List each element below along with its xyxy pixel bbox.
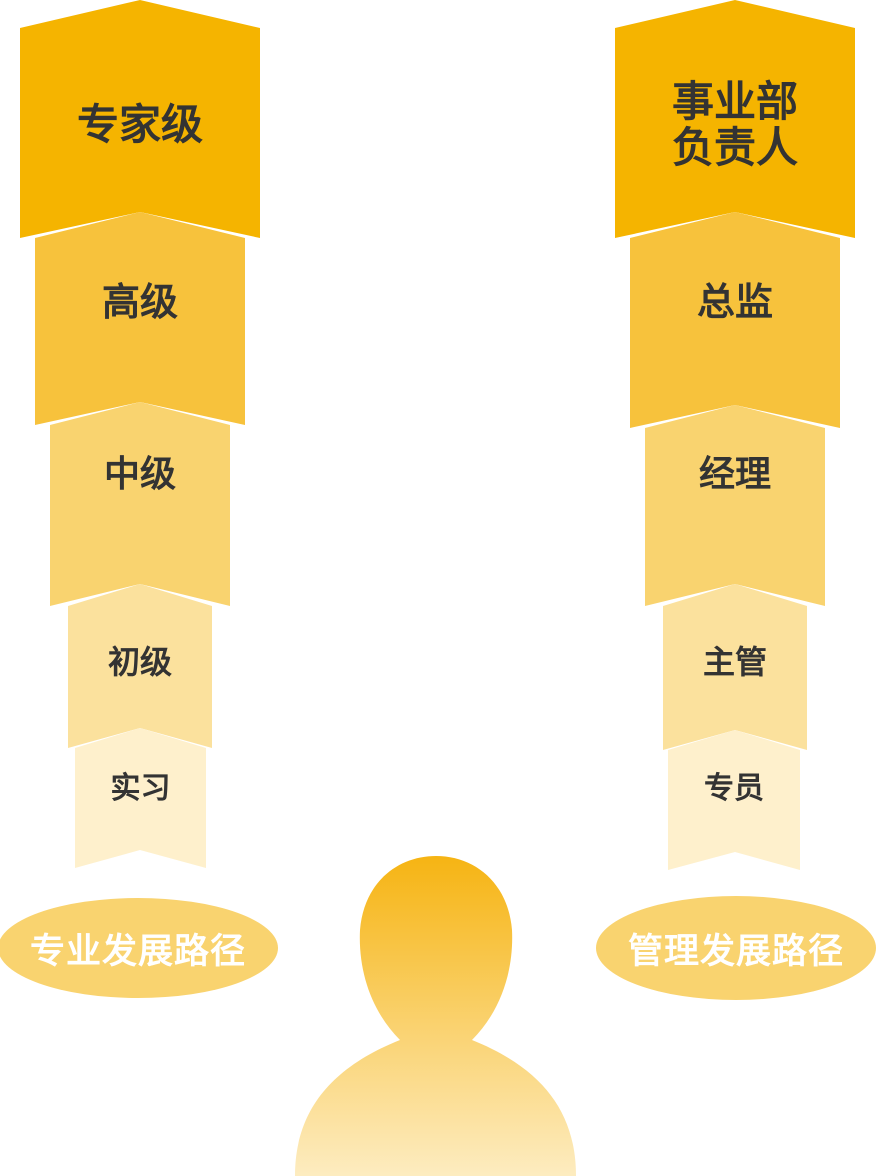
management-level-4-banner — [663, 584, 807, 750]
professional-path-label: 专业发展路径 — [29, 931, 246, 972]
management-level-1-label: 事业部 负责人 — [671, 76, 798, 172]
professional-path-pill — [0, 898, 278, 998]
management-level-3-banner — [645, 405, 825, 606]
professional-level-4-label: 初级 — [107, 643, 172, 682]
management-level-5-banner — [668, 730, 800, 870]
management-level-5-label: 专员 — [704, 770, 764, 806]
professional-level-5-label: 实习 — [110, 770, 171, 806]
professional-level-3-label: 中级 — [103, 453, 176, 495]
person-icon — [295, 856, 576, 1176]
professional-level-1-banner — [20, 0, 260, 238]
management-level-4-label: 主管 — [702, 643, 767, 682]
professional-level-2-label: 高级 — [101, 279, 178, 324]
professional-level-2-banner — [35, 212, 245, 425]
professional-level-1-label: 专家级 — [76, 99, 203, 149]
professional-level-3-banner — [50, 402, 230, 606]
management-track — [596, 0, 876, 1000]
management-level-3-label: 经理 — [698, 453, 771, 495]
management-level-1-banner — [615, 0, 855, 238]
management-level-2-label: 总监 — [696, 279, 773, 324]
management-path-pill — [596, 896, 876, 1000]
professional-level-4-banner — [68, 584, 212, 748]
management-path-label: 管理发展路径 — [627, 931, 844, 972]
professional-level-5-banner — [75, 728, 206, 868]
professional-track — [0, 0, 278, 998]
management-level-2-banner — [630, 212, 840, 428]
